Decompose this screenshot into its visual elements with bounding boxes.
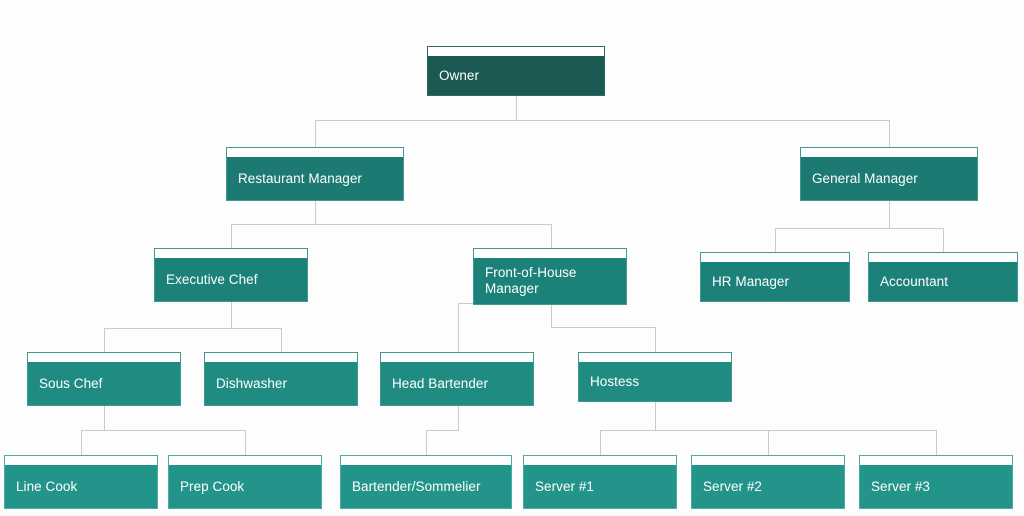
connector-line <box>458 406 459 430</box>
org-node-body: Owner <box>428 56 604 95</box>
connector-line <box>231 224 232 248</box>
connector-line <box>775 228 776 252</box>
org-node-label: Hostess <box>590 373 640 389</box>
connector-line <box>245 430 246 455</box>
org-node-label: Accountant <box>880 273 949 289</box>
org-node-body: Front-of-House Manager <box>474 258 626 304</box>
org-node-head_bart[interactable]: Head Bartender <box>380 352 534 406</box>
connector-line <box>551 327 655 328</box>
connector-line <box>315 201 316 224</box>
org-node-label: Sous Chef <box>39 375 103 391</box>
org-node-label: Prep Cook <box>180 478 245 494</box>
connector-line <box>516 96 517 120</box>
org-node-label: Head Bartender <box>392 375 489 391</box>
org-node-label: Front-of-House Manager <box>485 265 577 296</box>
org-node-label: Bartender/Sommelier <box>352 478 481 494</box>
org-node-label: Executive Chef <box>166 271 258 287</box>
connector-line <box>81 430 82 455</box>
org-node-rest_mgr[interactable]: Restaurant Manager <box>226 147 404 201</box>
connector-line <box>889 201 890 228</box>
connector-line <box>600 430 601 455</box>
org-node-label: Dishwasher <box>216 375 288 391</box>
org-node-body: General Manager <box>801 157 977 200</box>
org-node-line_cook[interactable]: Line Cook <box>4 455 158 509</box>
org-node-server2[interactable]: Server #2 <box>691 455 845 509</box>
org-node-hr_mgr[interactable]: HR Manager <box>700 252 850 302</box>
org-node-label: HR Manager <box>712 273 790 289</box>
org-node-accountant[interactable]: Accountant <box>868 252 1018 302</box>
connector-line <box>936 430 937 455</box>
org-node-body: HR Manager <box>701 262 849 301</box>
org-node-body: Prep Cook <box>169 465 321 508</box>
org-node-label: Restaurant Manager <box>238 170 362 186</box>
org-node-body: Hostess <box>579 362 731 401</box>
connector-line <box>231 302 232 328</box>
org-node-owner[interactable]: Owner <box>427 46 605 96</box>
org-node-label: Owner <box>439 67 480 83</box>
connector-line <box>81 430 245 431</box>
org-node-exec_chef[interactable]: Executive Chef <box>154 248 308 302</box>
connector-line <box>281 328 282 352</box>
org-node-label: Server #2 <box>703 478 762 494</box>
org-node-body: Accountant <box>869 262 1017 301</box>
org-node-body: Executive Chef <box>155 258 307 301</box>
org-node-sous_chef[interactable]: Sous Chef <box>27 352 181 406</box>
org-node-body: Server #3 <box>860 465 1012 508</box>
connector-line <box>889 120 890 147</box>
connector-line <box>775 228 943 229</box>
org-node-dishwasher[interactable]: Dishwasher <box>204 352 358 406</box>
org-node-body: Server #2 <box>692 465 844 508</box>
connector-line <box>551 224 552 248</box>
connector-line <box>458 303 459 352</box>
org-node-label: Server #3 <box>871 478 930 494</box>
connector-line <box>768 430 769 455</box>
connector-line <box>655 402 656 430</box>
connector-line <box>426 430 427 455</box>
connector-line <box>943 228 944 252</box>
org-node-body: Line Cook <box>5 465 157 508</box>
org-node-label: Server #1 <box>535 478 594 494</box>
connector-line <box>104 328 281 329</box>
org-node-prep_cook[interactable]: Prep Cook <box>168 455 322 509</box>
org-node-label: General Manager <box>812 170 918 186</box>
connector-line <box>104 406 105 430</box>
org-node-body: Head Bartender <box>381 362 533 405</box>
connector-line <box>315 120 316 147</box>
connector-line <box>426 430 459 431</box>
org-node-hostess[interactable]: Hostess <box>578 352 732 402</box>
org-node-label: Line Cook <box>16 478 78 494</box>
org-node-body: Server #1 <box>524 465 676 508</box>
org-node-body: Sous Chef <box>28 362 180 405</box>
connector-line <box>551 303 552 327</box>
org-node-gen_mgr[interactable]: General Manager <box>800 147 978 201</box>
org-node-bartender[interactable]: Bartender/Sommelier <box>340 455 512 509</box>
connector-line <box>655 327 656 352</box>
org-node-server1[interactable]: Server #1 <box>523 455 677 509</box>
connector-line <box>231 224 551 225</box>
connector-line <box>104 328 105 352</box>
connector-line <box>315 120 890 121</box>
org-node-foh_mgr[interactable]: Front-of-House Manager <box>473 248 627 305</box>
org-node-body: Bartender/Sommelier <box>341 465 511 508</box>
org-node-server3[interactable]: Server #3 <box>859 455 1013 509</box>
org-node-body: Dishwasher <box>205 362 357 405</box>
org-node-body: Restaurant Manager <box>227 157 403 200</box>
